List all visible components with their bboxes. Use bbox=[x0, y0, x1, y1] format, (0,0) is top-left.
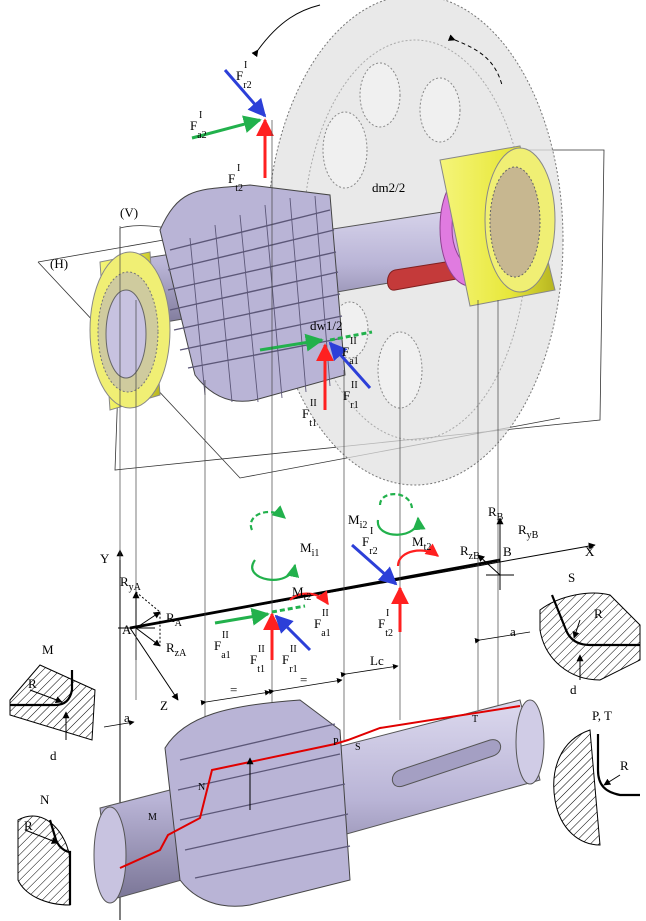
dim-a-left-label: a bbox=[124, 710, 130, 725]
moment-arcs bbox=[249, 493, 440, 606]
svg-text:II: II bbox=[258, 644, 265, 655]
dim-eq2-label: = bbox=[300, 672, 307, 687]
svg-text:II: II bbox=[322, 608, 329, 619]
svg-text:Ft1: Ft1 bbox=[250, 652, 265, 675]
detail-n bbox=[17, 815, 72, 906]
svg-text:I: I bbox=[237, 163, 240, 174]
svg-text:Fr2: Fr2 bbox=[236, 68, 252, 91]
detail-n-label: N bbox=[40, 792, 50, 807]
dim-a-right-label: a bbox=[510, 624, 516, 639]
right-bearing bbox=[439, 145, 556, 307]
svg-text:I: I bbox=[199, 110, 202, 121]
projection-lines bbox=[119, 120, 499, 760]
detail-pt bbox=[553, 729, 640, 846]
svg-text:Ft1: Ft1 bbox=[302, 406, 317, 429]
svg-text:Fr1: Fr1 bbox=[282, 652, 298, 675]
lower-shaft bbox=[93, 699, 545, 907]
plane-v-label: (V) bbox=[120, 205, 138, 220]
svg-text:II: II bbox=[222, 630, 229, 641]
axis-y-label: Y bbox=[100, 551, 110, 566]
rz-b-label: RzB bbox=[460, 543, 480, 562]
shaft-point-p: P bbox=[333, 737, 339, 748]
point-a-label: A bbox=[122, 622, 132, 637]
ry-b-label: RyB bbox=[518, 522, 539, 541]
mi1-label: Mi1 bbox=[300, 540, 319, 559]
gear-hole bbox=[419, 77, 461, 143]
svg-text:Fr2: Fr2 bbox=[362, 534, 378, 557]
beam-force-arrows bbox=[214, 543, 409, 660]
dim-lc-label: Lc bbox=[370, 653, 384, 668]
r-b-label: RB bbox=[488, 504, 504, 523]
svg-text:Fa1: Fa1 bbox=[214, 638, 231, 661]
detail-m-r: R bbox=[28, 676, 37, 691]
plane-h-label: (H) bbox=[50, 256, 68, 271]
detail-m bbox=[9, 664, 96, 741]
ry-a-label: RyA bbox=[120, 574, 142, 593]
svg-text:II: II bbox=[350, 336, 357, 347]
rotation-arrow-left bbox=[251, 4, 321, 58]
reaction-arrows bbox=[132, 517, 504, 647]
detail-s-label: S bbox=[568, 570, 575, 585]
detail-s bbox=[539, 592, 641, 681]
detail-n-r: R bbox=[24, 818, 33, 833]
shaft-point-m: M bbox=[148, 812, 157, 823]
svg-text:II: II bbox=[310, 398, 317, 409]
detail-pt-r: R bbox=[620, 758, 629, 773]
gear-hole bbox=[322, 111, 368, 189]
svg-text:Ft2: Ft2 bbox=[378, 616, 393, 639]
axis-z-label: Z bbox=[160, 698, 168, 713]
detail-m-label: M bbox=[42, 642, 54, 657]
detail-pt-label: P, T bbox=[592, 708, 612, 723]
svg-text:I: I bbox=[244, 60, 247, 71]
shaft-point-t: T bbox=[472, 714, 478, 725]
mt2-b-label: Mt2 bbox=[412, 534, 431, 553]
gear-hole bbox=[359, 62, 401, 128]
svg-text:I: I bbox=[370, 526, 373, 537]
svg-text:Fa2: Fa2 bbox=[190, 118, 207, 141]
detail-m-d: d bbox=[50, 748, 57, 763]
top-force-arrows bbox=[191, 69, 373, 410]
left-bearing bbox=[89, 251, 171, 411]
rotation-arrow-right bbox=[447, 34, 503, 86]
dim-eq1-label: = bbox=[230, 682, 237, 697]
mi2-label: Mi2 bbox=[348, 512, 367, 531]
detail-s-r: R bbox=[594, 606, 603, 621]
profile-red-line bbox=[119, 705, 521, 869]
mt2-a-label: Mt2 bbox=[292, 584, 311, 603]
svg-text:Fr1: Fr1 bbox=[343, 388, 359, 411]
svg-text:Fa1: Fa1 bbox=[342, 344, 359, 367]
svg-text:II: II bbox=[290, 644, 297, 655]
shaft-point-s: S bbox=[355, 742, 361, 753]
gear-radius-label: dm2/2 bbox=[372, 180, 405, 195]
lower-key-slot bbox=[392, 739, 501, 788]
svg-text:Ft2: Ft2 bbox=[228, 171, 243, 194]
rz-a-label: RzA bbox=[166, 640, 187, 659]
pinion-gear bbox=[159, 184, 346, 403]
r-a-label: RA bbox=[166, 610, 183, 629]
dimension-lines bbox=[103, 631, 531, 728]
pinion-radius-label: dw1/2 bbox=[310, 318, 343, 333]
svg-text:II: II bbox=[351, 380, 358, 391]
point-b-label: B bbox=[503, 544, 512, 559]
axis-x-label: X bbox=[585, 544, 595, 559]
svg-text:Fa1: Fa1 bbox=[314, 616, 331, 639]
svg-text:I: I bbox=[386, 608, 389, 619]
detail-s-d: d bbox=[570, 682, 577, 697]
shaft-point-n: N bbox=[198, 782, 205, 793]
